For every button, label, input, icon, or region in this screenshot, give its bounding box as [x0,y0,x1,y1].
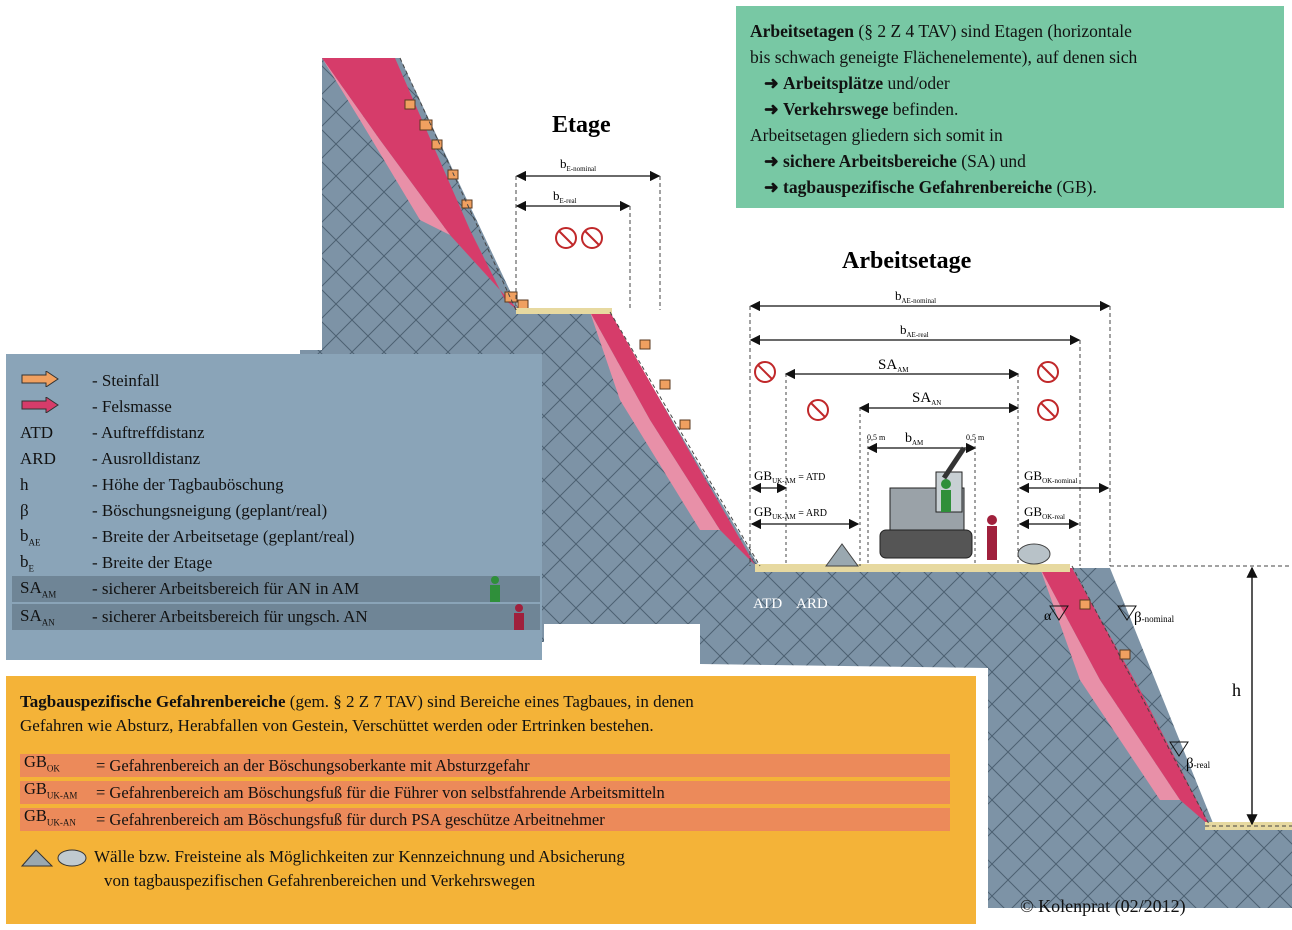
wall-freestone-icon [20,849,87,867]
angle-symbol [1117,605,1137,621]
legend-row-felsmasse: - Felsmasse [20,394,542,420]
label-gb-ukam-atd: GBUK-AM = ATD [754,468,825,485]
orange-line: Gefahren wie Absturz, Herabfallen von Ge… [20,716,654,735]
label-h: h [1232,680,1241,700]
legend-row-sa-an: SAAN- sicherer Arbeitsbereich für ungsch… [12,604,540,630]
worker-green-icon [941,479,951,512]
legend-row-steinfall: - Steinfall [20,368,542,394]
info-line: Arbeitsetagen (§ 2 Z 4 TAV) sind Etagen … [750,21,1132,41]
info-item: ➜ Arbeitsplätze und/oder [764,73,950,93]
freestone-icon [1017,543,1051,565]
gb-row-uk-am: GBUK-AM= Gefahrenbereich am Böschungsfuß… [20,779,950,804]
gefahrenbereiche-box: Tagbauspezifische Gefahrenbereiche (gem.… [6,676,976,924]
worker-red-icon [514,604,524,630]
legend-row-sa-am: SAAM- sicherer Arbeitsbereich für AN in … [12,576,540,602]
label-gb-ok-real: GBOK-real [1024,504,1065,521]
legend-row-beta: β- Böschungsneigung (geplant/real) [20,501,328,520]
gb-row-uk-an: GBUK-AN= Gefahrenbereich am Böschungsfuß… [20,806,950,831]
label-be-real: bE-real [553,188,577,205]
angle-symbol [1049,605,1069,621]
orange-title: Tagbauspezifische Gefahrenbereiche (gem.… [20,692,694,711]
label-b-am: bAM [905,431,924,447]
label-gb-ok-nominal: GBOK-nominal [1024,468,1078,485]
legend-box: - Steinfall - Felsmasse ATD- Auftreffdis… [6,354,542,660]
etage-surface [516,308,612,314]
rockmass-arrow-icon [20,395,92,418]
info-line: Arbeitsetagen gliedern sich somit in [750,125,1003,145]
legend-row-ard: ARD- Ausrolldistanz [20,449,201,468]
rock-mass-middle [590,312,755,565]
legend-row-be: bE- Breite der Etage [20,552,213,574]
copyright: © Kolenprat (02/2012) [1020,896,1186,916]
info-item: ➜ Verkehrswege befinden. [764,99,959,119]
title-arbeitsetage: Arbeitsetage [842,248,972,274]
gb-row-ok: GBOK= Gefahrenbereich an der Böschungsob… [20,752,950,777]
no-vehicle-icon [581,227,603,249]
angle-symbol [1169,741,1189,757]
worker-green-icon [490,576,500,602]
rock-mass-upper [322,58,520,312]
rock-mass-right [1040,568,1210,826]
legend-row-h: h- Höhe der Tagbauböschung [20,475,284,494]
arbeitsetage-surface [755,564,1070,572]
label-atd: ATD [753,596,782,612]
no-pedestrian-icon [555,227,577,249]
arbeitsetagen-info-box: Arbeitsetagen (§ 2 Z 4 TAV) sind Etagen … [736,6,1284,208]
label-alpha: α [1044,609,1052,624]
label-half-m-right: 0,5 m [966,433,985,442]
info-item: ➜ sichere Arbeitsbereiche (SA) und [764,151,1026,171]
label-gb-ukam-ard: GBUK-AM = ARD [754,504,827,521]
label-be-nominal: bE-nominal [560,156,596,173]
rockfall-blocks [404,99,1131,660]
walls-line: Wälle bzw. Freisteine als Möglichkeiten … [20,845,962,869]
worker-red-icon [987,515,997,560]
label-sa-an: SAAN [912,390,941,407]
label-bae-real: bAE-real [900,322,929,339]
excavator-icon [879,446,973,559]
legend-row-atd: ATD- Auftreffdistanz [20,423,205,442]
label-sa-am: SAAM [878,357,909,374]
walls-line: von tagbauspezifischen Gefahrenbereichen… [104,871,536,890]
rockfall-arrow-icon [20,369,92,392]
info-line: bis schwach geneigte Flächenelemente), a… [750,47,1138,67]
label-half-m-left: 0,5 m [867,433,886,442]
label-bae-nominal: bAE-nominal [895,288,936,305]
label-beta-real: β-real [1186,756,1211,772]
legend-row-bae: bAE- Breite der Arbeitsetage (geplant/re… [20,526,355,548]
label-beta-nominal: β-nominal [1134,610,1175,626]
rock-body [300,58,1292,908]
title-etage: Etage [552,112,611,138]
info-item: ➜ tagbauspezifische Gefahrenbereiche (GB… [764,177,1097,197]
wall-icon [825,543,859,567]
label-ard: ARD [796,596,828,612]
